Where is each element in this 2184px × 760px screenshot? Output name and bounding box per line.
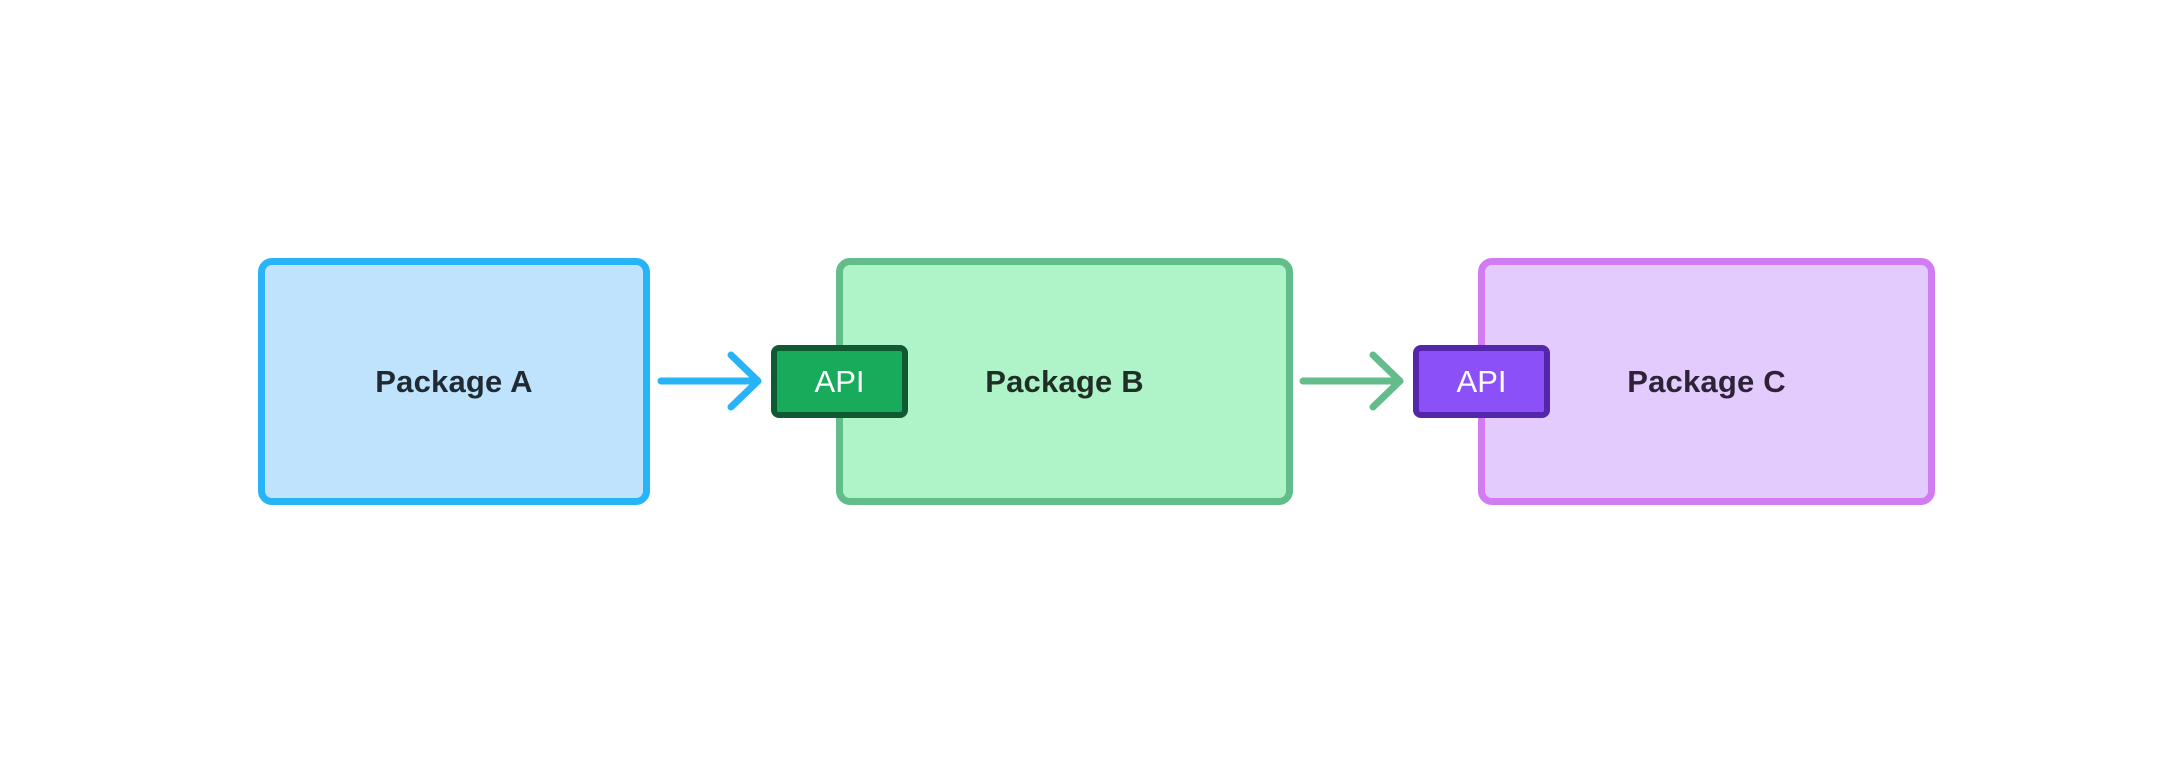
package-b-node: Package B	[836, 258, 1293, 505]
package-a-node: Package A	[258, 258, 650, 505]
package-b-api-label: API	[814, 363, 865, 399]
arrow-a-to-b-head	[727, 351, 762, 411]
arrow-b-to-c	[1299, 351, 1404, 411]
package-c-label: Package C	[1627, 363, 1786, 399]
package-b-api-badge: API	[771, 345, 908, 418]
package-b-label: Package B	[985, 363, 1144, 399]
arrow-a-to-b	[657, 351, 762, 411]
package-c-api-badge: API	[1413, 345, 1550, 418]
package-c-api-label: API	[1456, 363, 1507, 399]
arrow-b-to-c-head	[1369, 351, 1404, 411]
package-a-label: Package A	[375, 363, 533, 399]
